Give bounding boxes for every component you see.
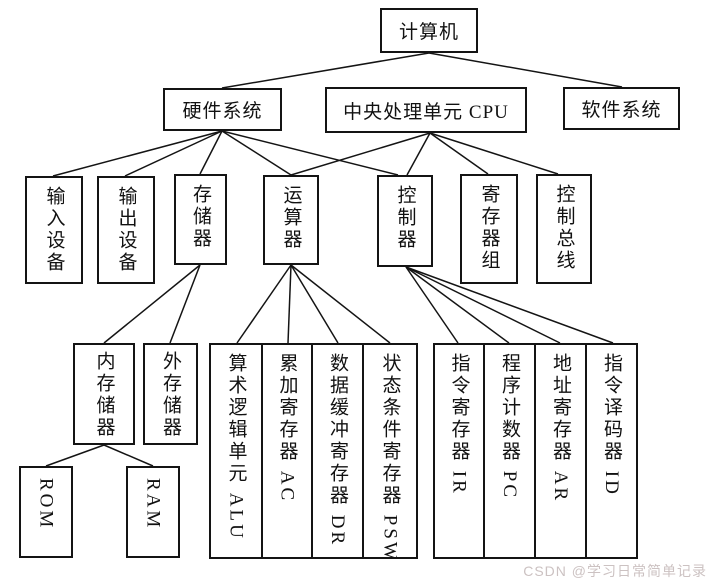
node-ir-register: 指令寄存器 IR [433,343,485,559]
node-label: 计算机 [398,22,459,43]
node-label: 软件系统 [581,100,662,121]
node-software-system: 软件系统 [563,87,680,130]
node-external-memory: 外存储器 [143,343,198,445]
node-arithmetic-unit: 运算器 [263,175,319,265]
node-hardware-system: 硬件系统 [163,88,282,131]
node-computer: 计算机 [380,8,478,53]
node-cpu: 中央处理单元 CPU [325,87,527,133]
node-label: 指令译码器 ID [601,353,622,497]
node-label: RAM [142,478,164,531]
node-ram: RAM [126,466,180,558]
node-label: ROM [35,478,57,531]
node-label: 中央处理单元 CPU [343,101,509,123]
node-label: 程序计数器 PC [499,353,520,500]
node-label: 数据缓冲寄存器 DR [327,353,348,548]
node-label: 控制器 [394,185,416,251]
node-label: 状态条件寄存器 PSW [379,353,401,559]
node-dr-register: 数据缓冲寄存器 DR [311,343,364,559]
node-rom: ROM [19,466,73,558]
node-control-unit: 控制器 [377,175,433,267]
watermark: CSDN @学习日常简单记录 [523,563,707,579]
node-label: 控制总线 [553,184,575,272]
node-input-device: 输入设备 [25,176,83,284]
node-pc-register: 程序计数器 PC [483,343,536,559]
node-output-device: 输出设备 [97,176,155,284]
node-label: 硬件系统 [182,101,263,122]
node-label: 输入设备 [43,186,65,274]
node-ac-register: 累加寄存器 AC [261,343,313,559]
node-label: 寄存器组 [478,184,500,272]
node-label: 地址寄存器 AR [550,353,571,504]
node-alu: 算术逻辑单元 ALU [209,343,263,559]
node-label: 算术逻辑单元 ALU [225,353,247,541]
node-ar-register: 地址寄存器 AR [534,343,587,559]
node-label: 指令寄存器 IR [448,353,470,496]
node-memory: 存储器 [174,174,227,265]
node-control-bus: 控制总线 [536,174,592,284]
node-label: 运算器 [280,185,302,251]
node-label: 内存储器 [93,351,115,439]
node-psw-register: 状态条件寄存器 PSW [362,343,418,559]
node-register-group: 寄存器组 [460,174,518,284]
node-label: 外存储器 [160,351,181,439]
node-id-decoder: 指令译码器 ID [585,343,638,559]
node-label: 存储器 [190,184,211,250]
node-internal-memory: 内存储器 [73,343,135,445]
node-label: 累加寄存器 AC [276,353,298,504]
node-label: 输出设备 [115,186,137,274]
